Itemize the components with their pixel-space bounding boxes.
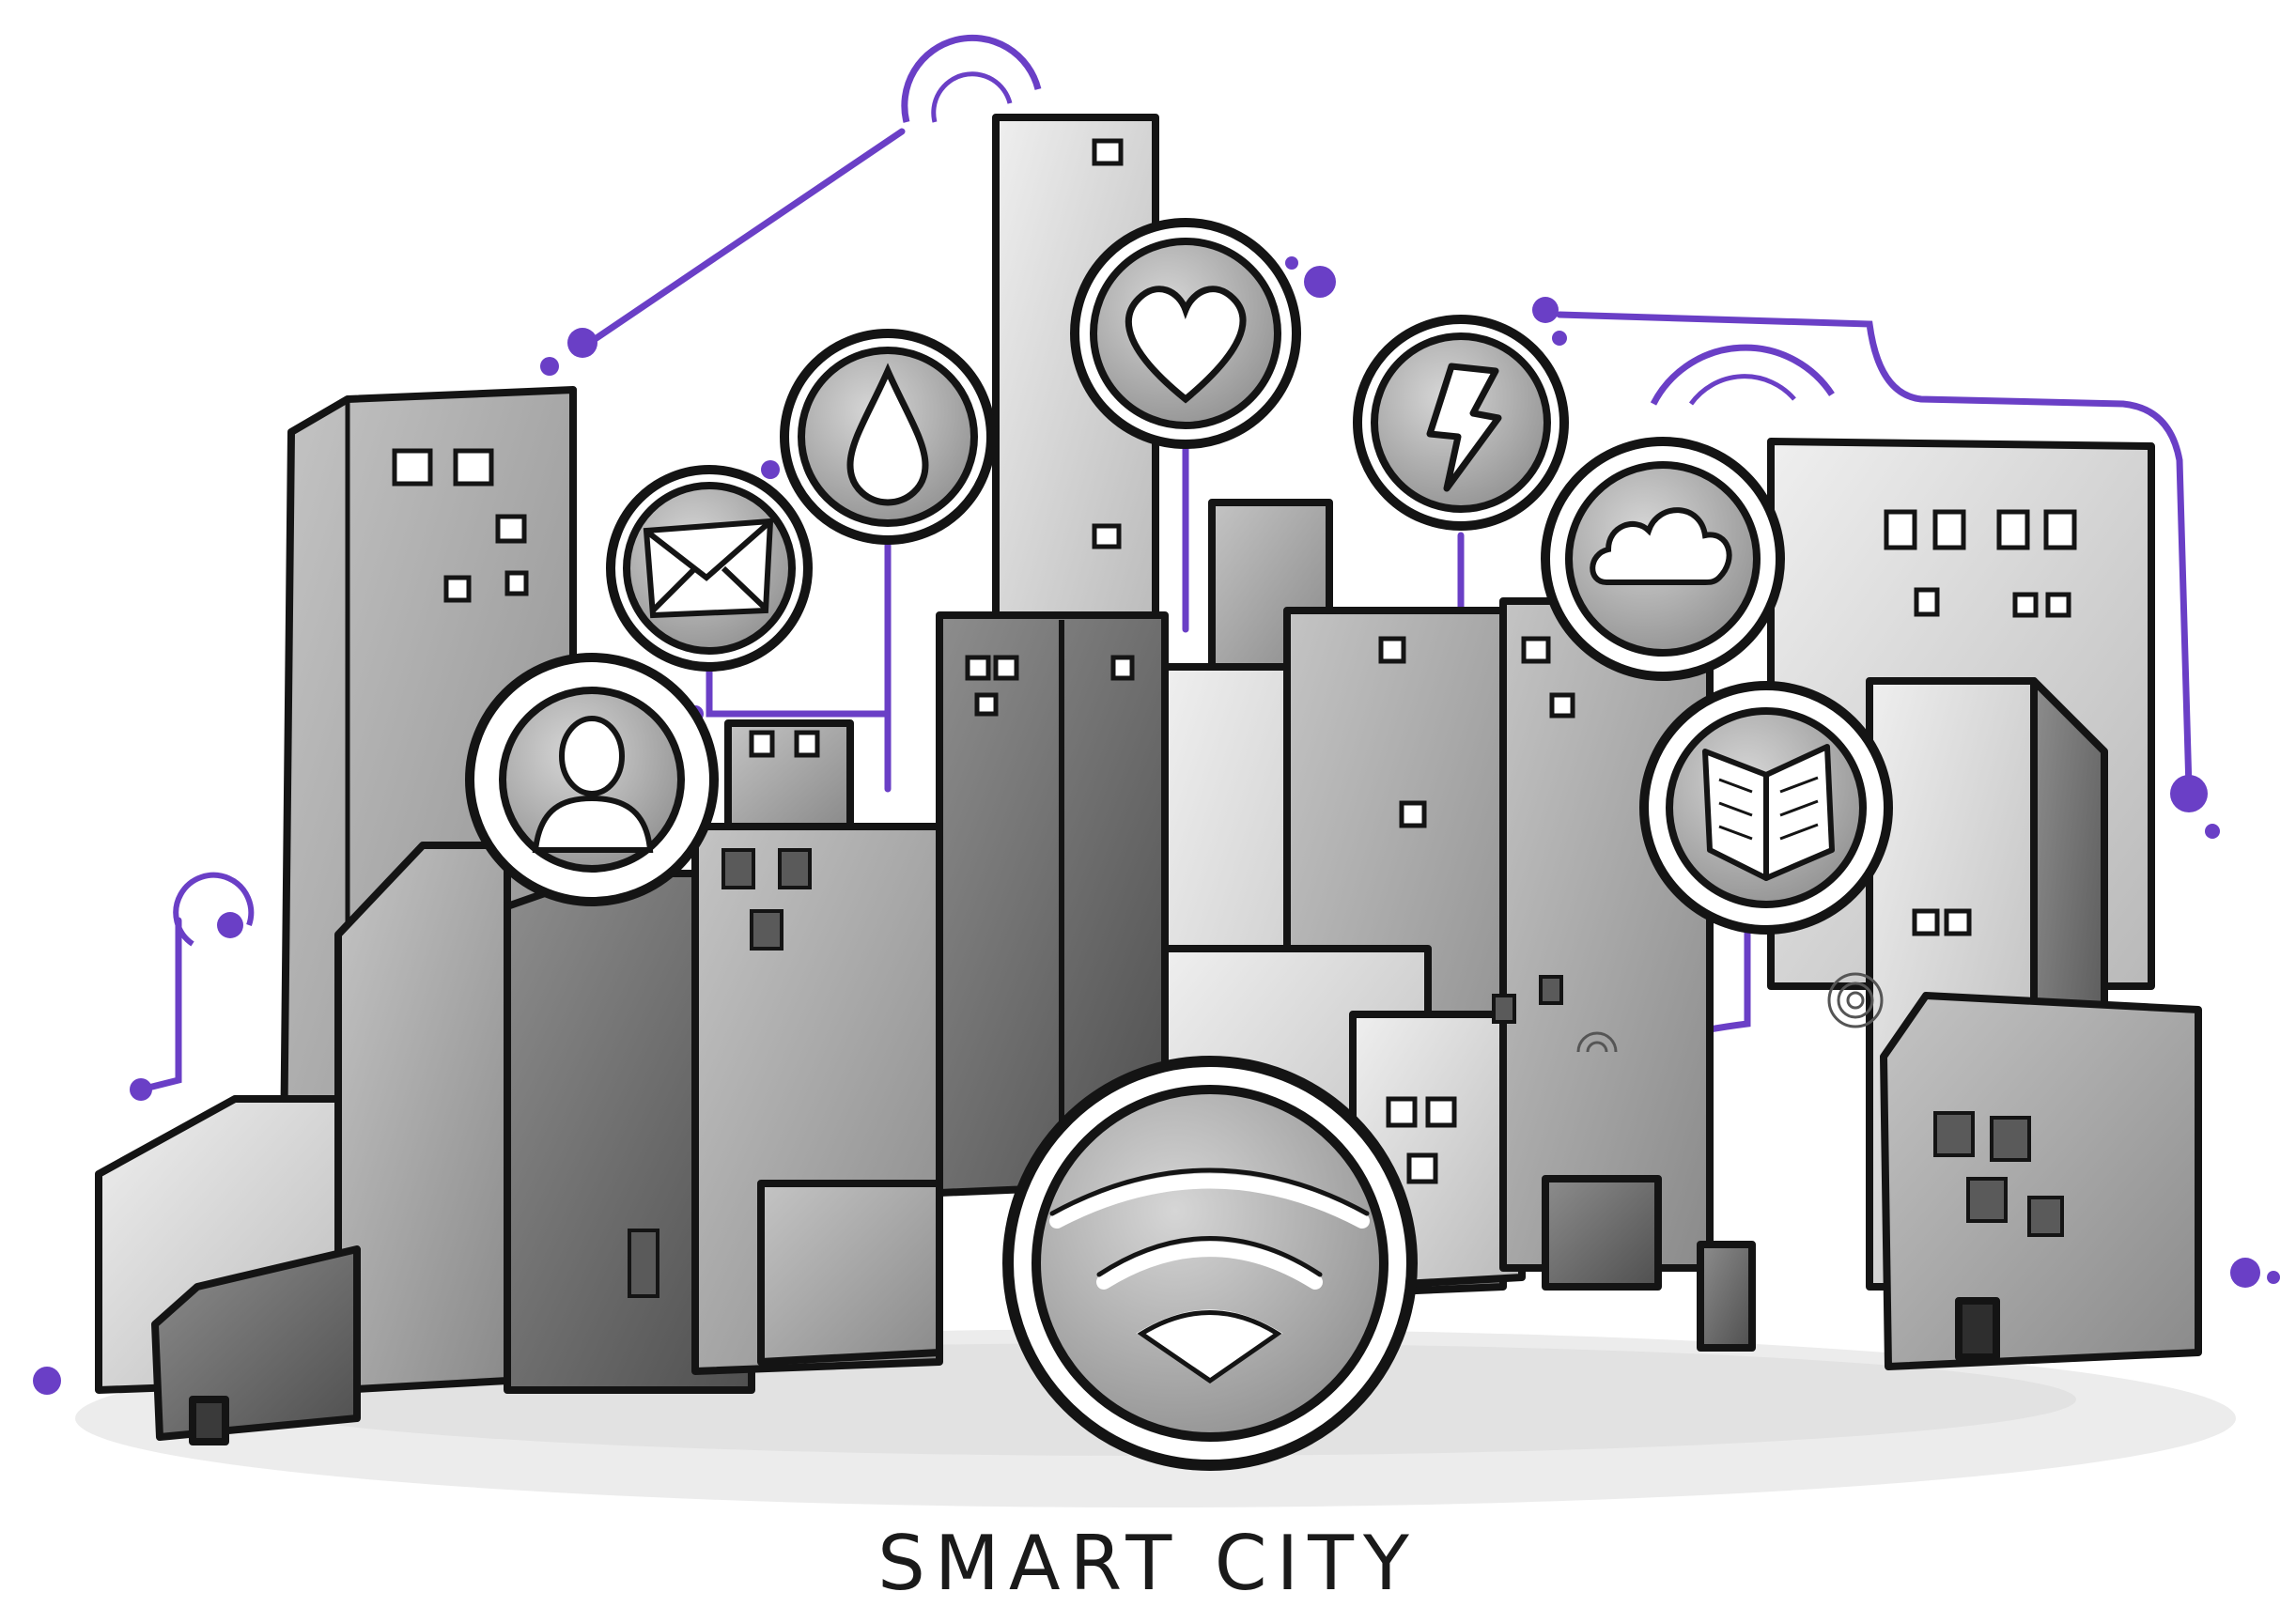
heart-bubble xyxy=(1070,218,1301,449)
lightning-icon xyxy=(1426,363,1502,492)
building-right-mid xyxy=(1499,597,1714,1272)
network-signal-arcs xyxy=(173,34,1835,947)
lightning-bubble xyxy=(1353,315,1569,531)
building-left-mid xyxy=(334,842,511,1394)
user-icon xyxy=(532,716,654,853)
caption-text: SMART CITY xyxy=(877,1520,1419,1607)
water-drop-bubble xyxy=(780,329,996,545)
building-right-cube xyxy=(1880,992,2202,1370)
cloud-bubble xyxy=(1541,437,1785,681)
decorative-scribbles xyxy=(1576,972,1884,1053)
windows xyxy=(392,138,2077,1184)
book-bubble xyxy=(1639,681,1893,935)
cube-door xyxy=(1955,1297,2000,1361)
user-bubble xyxy=(465,653,719,906)
shed-door xyxy=(189,1396,229,1445)
water-drop-icon xyxy=(846,363,929,506)
building-shed xyxy=(151,1245,361,1441)
cloud-icon xyxy=(1590,507,1732,585)
dark-windows xyxy=(628,848,2064,1298)
mail-bubble xyxy=(606,465,813,672)
wifi-bubble xyxy=(1002,1056,1418,1471)
mail-icon xyxy=(643,518,774,619)
icon-bubbles xyxy=(465,218,1893,1471)
wifi-icon xyxy=(1049,1173,1370,1381)
book-icon xyxy=(1702,744,1835,881)
network-nodes xyxy=(33,256,2280,1395)
heart-icon xyxy=(1125,286,1247,404)
